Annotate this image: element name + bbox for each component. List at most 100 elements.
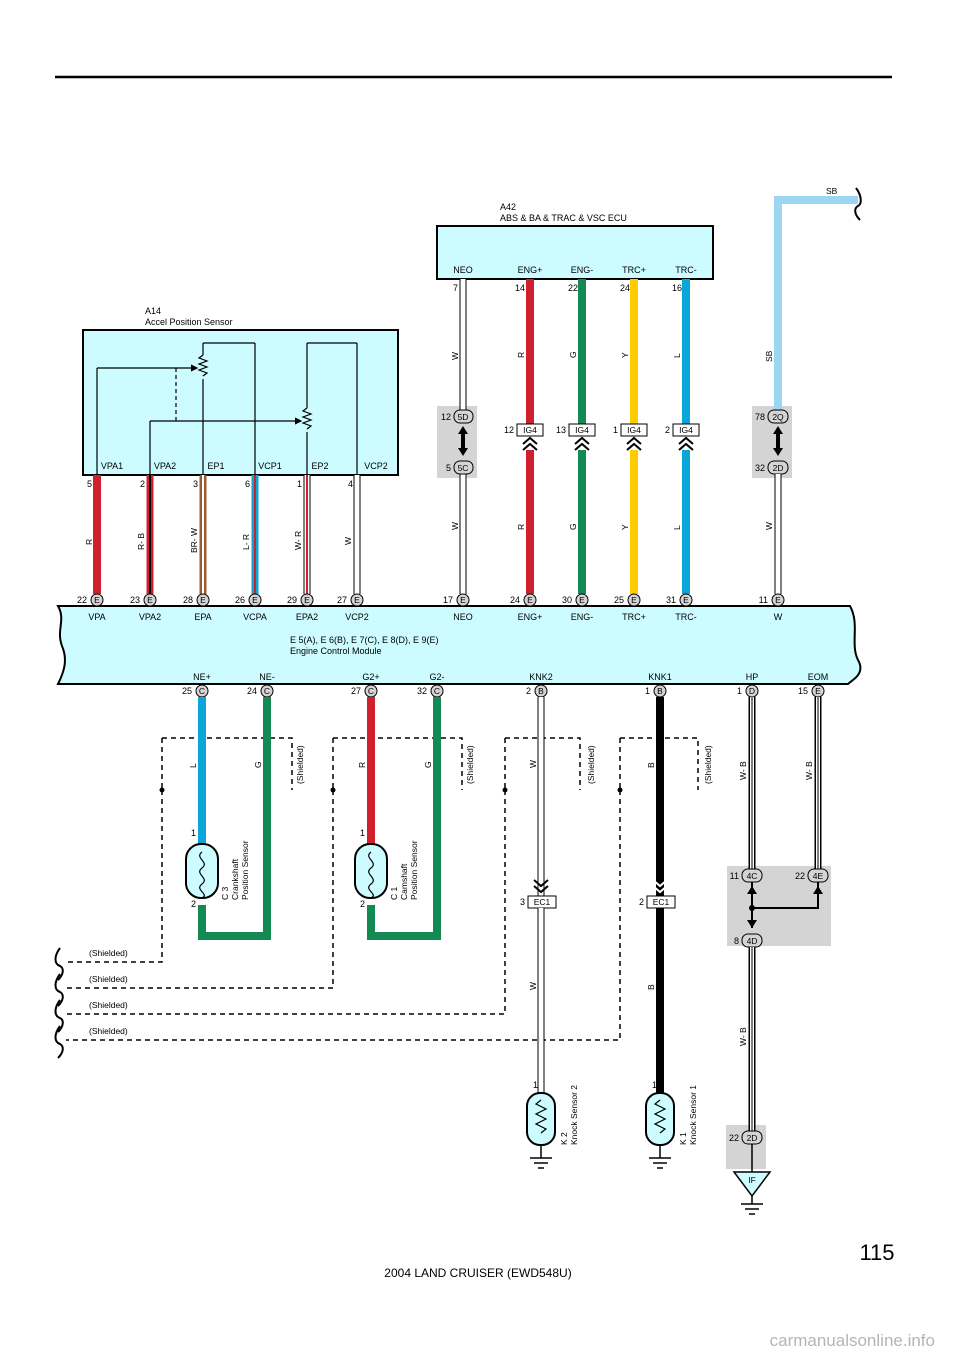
wire-label: G — [423, 761, 433, 768]
wire-label: L — [672, 353, 682, 358]
ecm-bottom-terminals: NE+ 25 C NE- 24 C G2+ 27 C G2- 32 C KNK2… — [182, 672, 828, 698]
accel-wires — [93, 475, 361, 594]
ecm-term: G2+ — [362, 672, 379, 682]
pin-ec1: 3 — [520, 897, 525, 907]
ecu-name: ABS & BA & TRAC & VSC ECU — [500, 213, 627, 223]
ecm-pin: 25 — [614, 595, 624, 605]
wire-label: L — [672, 525, 682, 530]
sensor-pin: 1 — [360, 828, 365, 838]
ecm-term: NE- — [259, 672, 275, 682]
wire-label: W- R — [293, 531, 303, 550]
shield-label: (Shielded) — [89, 974, 128, 984]
crank-sensor: L G 1 2 C 3 Crankshaft Position Sensor — [185, 697, 271, 940]
page-number: 115 — [859, 1240, 894, 1265]
sb-wire: SB SB 2Q 78 2D 32 W — [755, 186, 862, 594]
wire-label: W — [528, 982, 538, 990]
ecm-pin: 24 — [510, 595, 520, 605]
accel-term-ep2: EP2 — [311, 461, 328, 471]
ecm-conn: C — [368, 686, 374, 696]
pin-4d: 8 — [734, 936, 739, 946]
ecm-conn: E — [200, 595, 206, 605]
shield-label: (Shielded) — [586, 745, 596, 784]
ecm-conn: C — [199, 686, 205, 696]
ecu-wires-lower — [459, 450, 690, 594]
conn-ig4: IG4 — [575, 425, 589, 435]
wire-label: W — [343, 537, 353, 545]
conn-2d-upper: 2D — [773, 463, 784, 473]
ecm-pin: 22 — [77, 595, 87, 605]
wire-label: B — [646, 762, 656, 768]
ecu-pin-eng-minus: 22 — [568, 283, 578, 293]
ecm-conn: E — [94, 595, 100, 605]
accel-id: A14 — [145, 306, 161, 316]
conn-ig4: IG4 — [679, 425, 693, 435]
wire-label: R — [516, 524, 526, 530]
accel-term-vpa2: VPA2 — [154, 461, 176, 471]
sensor-id: K 2 — [559, 1132, 569, 1145]
ecu-term-trc-plus: TRC+ — [622, 265, 646, 275]
accel-pin: 2 — [140, 479, 145, 489]
ecm-term: EPA2 — [296, 612, 318, 622]
wire-label: W — [450, 522, 460, 530]
ecm-term: HP — [746, 672, 759, 682]
wire-label: G — [568, 523, 578, 530]
sensor-pin: 2 — [360, 899, 365, 909]
ecm-conn: E — [815, 686, 821, 696]
ecm-conn: E — [147, 595, 153, 605]
conn-5c: 5C — [458, 463, 469, 473]
shield-label: (Shielded) — [89, 948, 128, 958]
ecm-pin: 25 — [182, 686, 192, 696]
sb-lower-label: W — [764, 522, 774, 530]
ecm-pin: 28 — [183, 595, 193, 605]
ecm-pin: 23 — [130, 595, 140, 605]
wire-label: W — [528, 760, 538, 768]
ecm-pin: 32 — [417, 686, 427, 696]
shield-dots — [159, 787, 623, 793]
ecm-term: NEO — [453, 612, 473, 622]
accel-name: Accel Position Sensor — [145, 317, 233, 327]
footer-title: 2004 LAND CRUISER (EWD548U) — [384, 1266, 571, 1280]
ecu-pin-trc-plus: 24 — [620, 283, 630, 293]
conn-2d-lower: 2D — [747, 1133, 758, 1143]
ecm-top-terminals: VPA 22 E VPA2 23 E EPA 28 E VCPA 26 E EP… — [77, 593, 785, 622]
shield-label: (Shielded) — [703, 745, 713, 784]
ecu-pin-eng-plus: 14 — [515, 283, 525, 293]
sensor-pin: 2 — [191, 899, 196, 909]
accel-term-vcp2: VCP2 — [364, 461, 388, 471]
wire-label: G — [568, 351, 578, 358]
abs-ecu-block: A42 ABS & BA & TRAC & VSC ECU NEO ENG+ E… — [436, 202, 714, 293]
accel-pin: 5 — [87, 479, 92, 489]
wire-label: R — [516, 352, 526, 358]
pin-ig4: 2 — [665, 425, 670, 435]
ecm-pin: 1 — [737, 686, 742, 696]
wire-label: R — [84, 539, 94, 545]
accel-sensor-block: A14 Accel Position Sensor VPA1 VPA2 EP1 … — [82, 306, 399, 489]
ecm-subtitle: Engine Control Module — [290, 646, 382, 656]
ecm-conn: E — [579, 595, 585, 605]
ecm-term: TRC+ — [622, 612, 646, 622]
ecu-term-eng-plus: ENG+ — [518, 265, 543, 275]
knock-sensor-2: EC1 3 W W 1 K 2 Knock Sensor 2 — [520, 697, 579, 1169]
accel-pin: 6 — [245, 479, 250, 489]
ecm-pin: 2 — [526, 686, 531, 696]
shield-label: (Shielded) — [295, 745, 305, 784]
pin-ig4: 12 — [504, 425, 514, 435]
wire-label: W- B — [738, 761, 748, 780]
ecm-term: G2- — [429, 672, 444, 682]
ecm-conn: E — [631, 595, 637, 605]
conn-2q: 2Q — [772, 412, 784, 422]
knock-sensor-1: EC1 2 B B 1 K 1 Knock Sensor 1 — [639, 697, 698, 1169]
accel-term-vpa1: VPA1 — [101, 461, 123, 471]
pin-4e: 22 — [795, 871, 805, 881]
shield-label: (Shielded) — [89, 1000, 128, 1010]
ecm-term: VPA2 — [139, 612, 161, 622]
ecu-id: A42 — [500, 202, 516, 212]
wire-label: R- B — [136, 533, 146, 550]
conn-4d: 4D — [747, 936, 758, 946]
sensor-name: Knock Sensor 1 — [688, 1085, 698, 1145]
ecm-conn: B — [538, 686, 544, 696]
wire-label: L- R — [241, 534, 251, 550]
accel-term-ep1: EP1 — [207, 461, 224, 471]
ecu-term-trc-minus: TRC- — [675, 265, 697, 275]
shield-label: (Shielded) — [89, 1026, 128, 1036]
